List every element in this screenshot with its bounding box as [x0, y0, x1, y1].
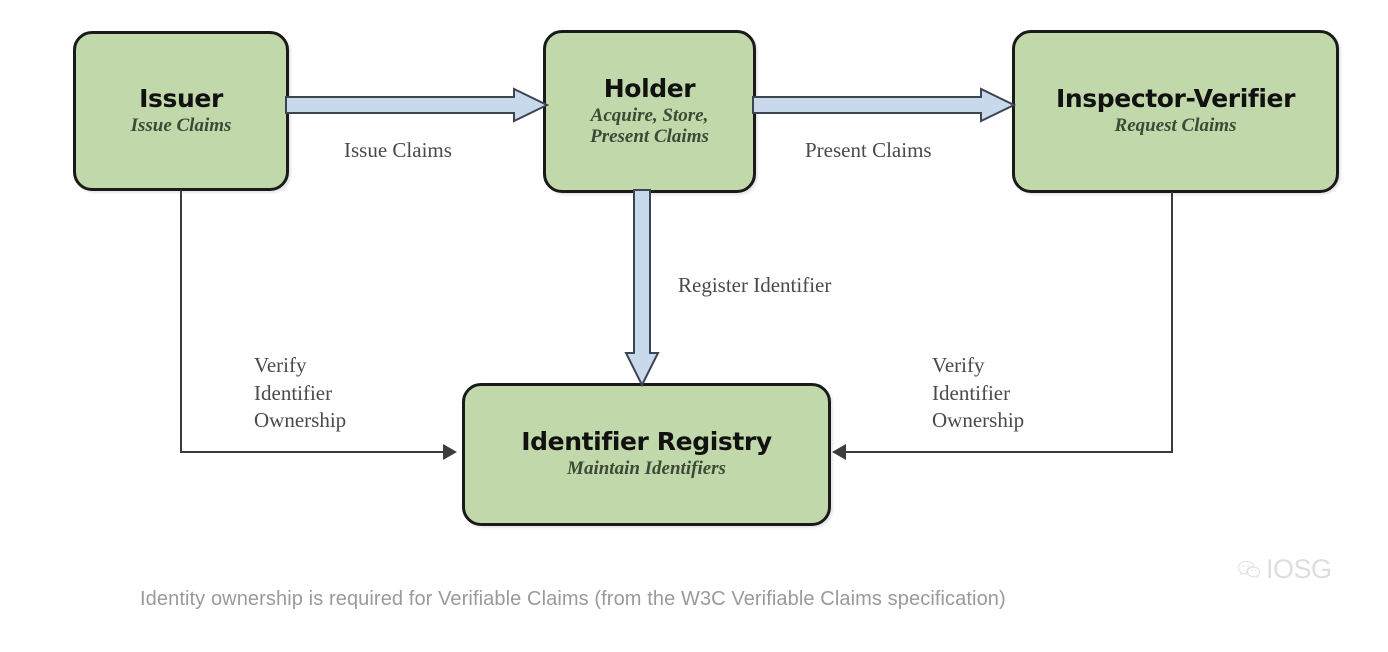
- node-holder: Holder Acquire, Store, Present Claims: [543, 30, 756, 193]
- connector-issuer-registry-vertical: [180, 190, 182, 453]
- connector-inspector-registry-vertical: [1171, 192, 1173, 453]
- edge-label-present-claims: Present Claims: [805, 138, 932, 162]
- arrow-register-identifier-icon: [624, 189, 660, 388]
- wechat-icon: [1237, 560, 1261, 579]
- node-issuer-subtitle: Issue Claims: [130, 114, 232, 136]
- node-identifier-registry: Identifier Registry Maintain Identifiers: [462, 383, 831, 526]
- node-holder-title: Holder: [603, 73, 696, 103]
- node-holder-subtitle: Acquire, Store, Present Claims: [590, 104, 709, 148]
- node-issuer-title: Issuer: [139, 83, 223, 113]
- edge-label-issue-claims: Issue Claims: [344, 138, 452, 162]
- node-identifier-registry-subtitle: Maintain Identifiers: [567, 458, 726, 480]
- node-inspector-verifier-subtitle: Request Claims: [1114, 115, 1237, 137]
- connector-issuer-registry-horizontal: [180, 451, 452, 453]
- node-identifier-registry-title: Identifier Registry: [521, 427, 772, 457]
- edge-label-verify-identifier-ownership-right: Verify Identifier Ownership: [932, 353, 1025, 433]
- watermark: IOSG: [1236, 556, 1332, 583]
- watermark-text: IOSG: [1266, 554, 1332, 584]
- diagram-caption: Identity ownership is required for Verif…: [140, 588, 1006, 610]
- edge-label-verify-identifier-ownership-left: Verify Identifier Ownership: [254, 353, 347, 433]
- node-issuer: Issuer Issue Claims: [73, 31, 289, 191]
- edge-label-register-identifier: Register Identifier: [678, 273, 832, 297]
- node-inspector-verifier: Inspector-Verifier Request Claims: [1012, 30, 1339, 193]
- node-inspector-verifier-title: Inspector-Verifier: [1055, 84, 1296, 114]
- arrowhead-issuer-to-registry-icon: [443, 444, 457, 460]
- arrowhead-inspector-to-registry-icon: [832, 444, 846, 460]
- arrow-issue-claims-icon: [285, 87, 550, 123]
- arrow-present-claims-icon: [752, 87, 1017, 123]
- connector-inspector-registry-horizontal: [842, 451, 1173, 453]
